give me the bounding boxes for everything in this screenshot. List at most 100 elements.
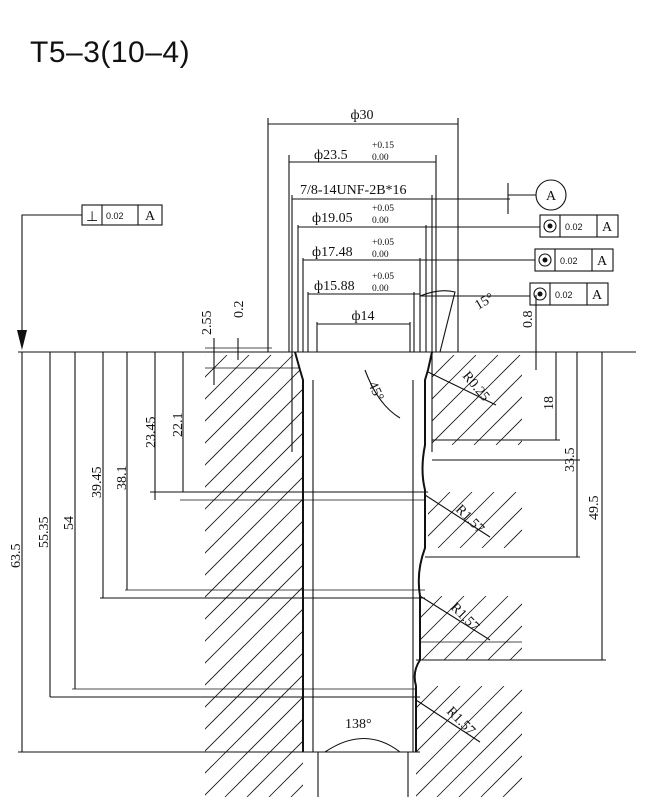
label-angle15: 15°: [473, 291, 497, 314]
label-d17-48-up: +0.05: [372, 238, 394, 248]
hatch-line: [495, 355, 522, 445]
hatch-line: [465, 596, 522, 660]
label-d23-5-up: +0.15: [372, 141, 394, 151]
hatch-line: [517, 355, 522, 445]
concentricity-icon-3: [533, 287, 547, 301]
label-d15-88: ф15.88: [314, 279, 355, 294]
concentricity-icon-1-inner: [547, 223, 553, 229]
hatch-line: [205, 355, 303, 797]
hatch-line: [436, 686, 522, 797]
hatch-line: [502, 686, 522, 797]
hatch-line: [458, 686, 522, 797]
label-63-5: 63.5: [9, 544, 24, 569]
hatch-line: [480, 686, 522, 797]
hatch-line: [246, 355, 303, 797]
concentricity-icon-3-inner: [537, 291, 543, 297]
hatch-line: [420, 596, 421, 660]
perp-arrow: [17, 330, 27, 350]
hatch-line: [443, 596, 509, 660]
hatch-line: [205, 355, 303, 797]
conc-frame-3: [529, 282, 609, 306]
conc3-datum: A: [592, 288, 603, 303]
hatch-line: [205, 355, 228, 797]
conc1-datum: A: [602, 220, 613, 235]
label-d19-05-low: 0.00: [372, 216, 389, 226]
hatch-line: [205, 355, 303, 797]
label-d15-88-up: +0.05: [372, 272, 394, 282]
label-0-2: 0.2: [232, 301, 247, 319]
label-33-5: 33.5: [563, 448, 578, 473]
chamfer-15: [419, 290, 456, 353]
hatch-line: [428, 492, 473, 548]
label-angle138: 138°: [345, 717, 372, 732]
hatch-line: [205, 355, 303, 797]
hatch-line: [205, 355, 303, 797]
hatch-line: [503, 492, 522, 548]
hatch-left: [205, 355, 303, 797]
hatch-right-top: [432, 355, 522, 445]
label-d15-88-low: 0.00: [372, 284, 389, 294]
hatch-line: [416, 686, 522, 797]
label-39-45: 39.45: [90, 467, 105, 499]
hatch-right-bottom: [416, 686, 522, 797]
hatch-line: [224, 355, 303, 797]
perpendicularity-icon: ⊥: [86, 210, 98, 225]
label-38-1: 38.1: [115, 466, 130, 491]
hatch-line: [416, 686, 483, 797]
label-18: 18: [542, 396, 557, 410]
label-d23-5: ф23.5: [314, 148, 348, 163]
hatch-line: [421, 596, 487, 660]
hatch-right-mid: [428, 492, 522, 548]
hatch-line: [205, 355, 303, 797]
leader-r157-3: [415, 699, 481, 743]
hatch-line: [205, 355, 250, 797]
label-d14: ф14: [351, 309, 374, 324]
hatch-line: [509, 596, 522, 660]
label-thread: 7/8-14UNF-2B*16: [300, 183, 407, 198]
hatch-line: [487, 596, 522, 660]
leader-r157-2: [419, 595, 491, 641]
label-d17-48-low: 0.00: [372, 250, 389, 260]
cavity-left-wall: [294, 351, 304, 752]
label-55-35: 55.35: [37, 517, 52, 549]
drawing-title: T5–3(10–4): [30, 36, 191, 69]
hatch-line: [416, 686, 439, 797]
hatch-line: [420, 596, 465, 660]
concentricity-icon-2-inner: [542, 257, 548, 263]
hatch-line: [205, 355, 303, 797]
hatch-line: [473, 355, 522, 445]
label-0-8: 0.8: [521, 311, 536, 329]
hatch-line: [205, 355, 303, 797]
hatch-line: [205, 355, 303, 797]
hatch-line: [432, 355, 477, 445]
label-22-1: 22.1: [171, 413, 186, 438]
hatch-line: [205, 355, 272, 797]
label-23-45: 23.45: [144, 417, 159, 449]
hatch-line: [416, 686, 417, 797]
conc2-value: 0.02: [560, 256, 578, 266]
concentricity-icon-2: [538, 253, 552, 267]
conc-frame-2: [534, 248, 614, 272]
label-d30: ф30: [350, 108, 373, 123]
hatch-line: [205, 355, 303, 797]
hatch-line: [451, 355, 522, 445]
conc1-value: 0.02: [565, 222, 583, 232]
perp-leader: [21, 214, 82, 340]
conc3-value: 0.02: [555, 290, 573, 300]
datum-circle: [535, 179, 567, 211]
hatch-line: [420, 596, 443, 660]
hatch-line: [416, 686, 461, 797]
arc-45: [364, 369, 401, 419]
label-angle45: 45°: [364, 379, 386, 403]
hatch-line: [481, 492, 522, 548]
label-2-55: 2.55: [200, 311, 215, 336]
cavity-right-wall: [413, 351, 433, 752]
hatch-line: [432, 355, 433, 445]
hatch-line: [459, 492, 517, 548]
hatch-line: [205, 355, 303, 797]
label-49-5: 49.5: [587, 496, 602, 521]
label-d19-05: ф19.05: [312, 211, 353, 226]
hatch-line: [437, 492, 495, 548]
hatch-line: [432, 355, 521, 445]
